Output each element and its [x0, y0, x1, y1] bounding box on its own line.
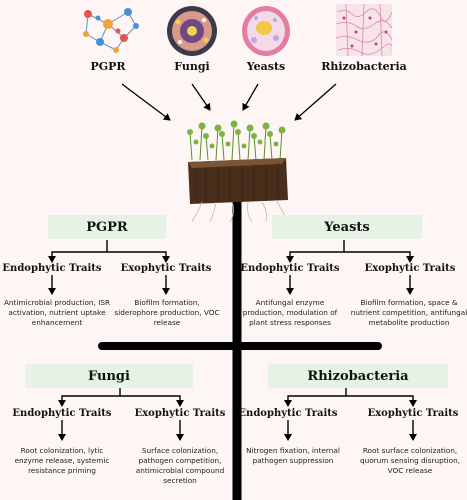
- rhizobacteria-exophytic-label: Exophytic Traits: [367, 408, 459, 419]
- group-box-fungi: Fungi: [25, 364, 193, 388]
- fungi-exophytic-desc: Surface colonization, pathogen competiti…: [135, 446, 225, 485]
- group-title-fungi: Fungi: [88, 368, 130, 384]
- source-label-fungi: Fungi: [174, 60, 210, 73]
- pgpr-exophytic-label: Exophytic Traits: [120, 263, 212, 274]
- yeasts-endophytic-label: Endophytic Traits: [240, 263, 340, 274]
- plant-soil-icon: [187, 120, 288, 223]
- group-box-pgpr: PGPR: [48, 215, 166, 239]
- pgpr-endophytic-desc: Antimicrobial production, ISR activation…: [3, 298, 111, 327]
- source-label-rhizobacteria: Rhizobacteria: [321, 60, 407, 73]
- fungal-cell-icon: [167, 6, 217, 56]
- rhizobacteria-endophytic-desc: Nitrogen fixation, internal pathogen sup…: [246, 446, 340, 465]
- yeasts-exophytic-label: Exophytic Traits: [364, 263, 456, 274]
- rhizobacteria-tissue-icon: [336, 4, 392, 56]
- group-box-yeasts: Yeasts: [272, 215, 422, 239]
- group-title-yeasts: Yeasts: [324, 219, 370, 235]
- fungi-endophytic-label: Endophytic Traits: [12, 408, 112, 419]
- pgpr-endophytic-label: Endophytic Traits: [2, 263, 102, 274]
- yeasts-endophytic-desc: Antifungal enzyme production, modulation…: [242, 298, 338, 327]
- network-graph-icon: [83, 8, 139, 53]
- source-label-yeasts: Yeasts: [246, 60, 286, 73]
- fungi-endophytic-desc: Root colonization, lytic enzyme release,…: [14, 446, 110, 475]
- pgpr-exophytic-desc: Biofilm formation, siderophore productio…: [114, 298, 220, 327]
- group-title-rhizobacteria: Rhizobacteria: [307, 368, 409, 384]
- yeasts-exophytic-desc: Biofilm formation, space & nutrient comp…: [350, 298, 467, 327]
- rhizobacteria-endophytic-label: Endophytic Traits: [238, 408, 338, 419]
- rhizobacteria-exophytic-desc: Root surface colonization, quorum sensin…: [359, 446, 461, 475]
- fungi-exophytic-label: Exophytic Traits: [134, 408, 226, 419]
- group-title-pgpr: PGPR: [86, 219, 128, 235]
- source-label-pgpr: PGPR: [90, 60, 126, 73]
- group-box-rhizobacteria: Rhizobacteria: [268, 364, 448, 388]
- yeast-cell-icon: [242, 6, 290, 56]
